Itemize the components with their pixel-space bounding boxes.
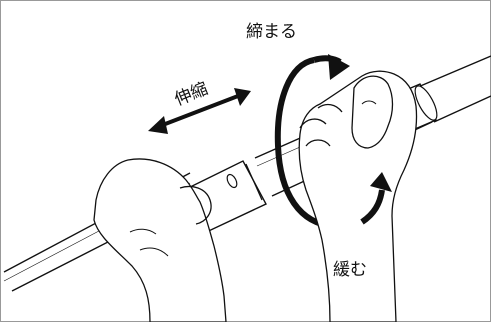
right-hand: [298, 70, 418, 322]
loosen-arrow: [360, 172, 392, 225]
loosen-label: 緩む: [333, 260, 367, 280]
left-hand: [93, 158, 227, 322]
tighten-label: 締まる: [246, 22, 297, 42]
extend-retract-arrow: [148, 88, 251, 134]
tighten-arrowhead: [328, 54, 350, 80]
